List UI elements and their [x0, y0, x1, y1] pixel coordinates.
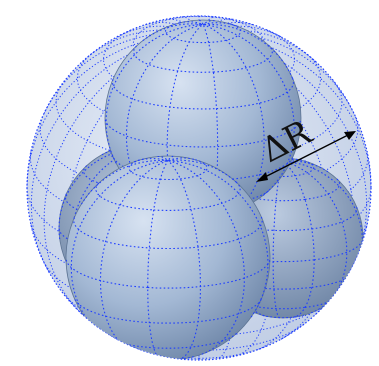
mesh-line	[30, 32, 200, 272]
mesh-line	[157, 155, 169, 162]
mesh-line	[128, 158, 208, 181]
mesh-line	[70, 160, 169, 335]
mesh-line	[167, 160, 245, 355]
mesh-line	[111, 77, 295, 110]
mesh-line	[167, 160, 201, 360]
mesh-line	[167, 159, 237, 183]
mesh-line	[104, 118, 302, 148]
front-ball-surface	[65, 155, 271, 360]
front-ball	[65, 155, 271, 360]
mesh-line	[282, 158, 302, 163]
mesh-line	[282, 161, 348, 314]
mesh-line	[282, 161, 315, 318]
mesh-line	[198, 32, 275, 357]
mesh-line	[164, 22, 242, 44]
mesh-line	[202, 23, 295, 196]
mesh-line	[133, 44, 273, 73]
mesh-line	[29, 151, 369, 232]
mesh-line	[198, 19, 204, 25]
mesh-line	[202, 22, 238, 27]
inner-spheres	[58, 19, 364, 360]
mesh-line	[202, 23, 293, 79]
mesh-line	[134, 157, 169, 163]
mesh-line	[167, 157, 194, 162]
mesh-line	[99, 160, 169, 358]
mesh-line	[102, 29, 296, 102]
mesh-line	[65, 258, 271, 289]
arrowhead-outer	[344, 131, 356, 140]
arrowhead-inner	[256, 172, 268, 182]
mesh-line	[142, 23, 204, 42]
delta-r-arrow	[258, 131, 355, 181]
mesh-line	[74, 298, 263, 324]
mesh-line	[167, 155, 174, 161]
mesh-line	[39, 116, 359, 199]
mesh-line	[99, 332, 238, 349]
mesh-line	[105, 23, 204, 164]
mesh-line	[167, 160, 269, 318]
mesh-line	[262, 314, 304, 319]
mesh-line	[83, 165, 203, 190]
mesh-line	[80, 159, 169, 205]
mesh-line	[228, 296, 338, 310]
mesh-line	[73, 216, 263, 250]
mesh-line	[198, 32, 368, 272]
